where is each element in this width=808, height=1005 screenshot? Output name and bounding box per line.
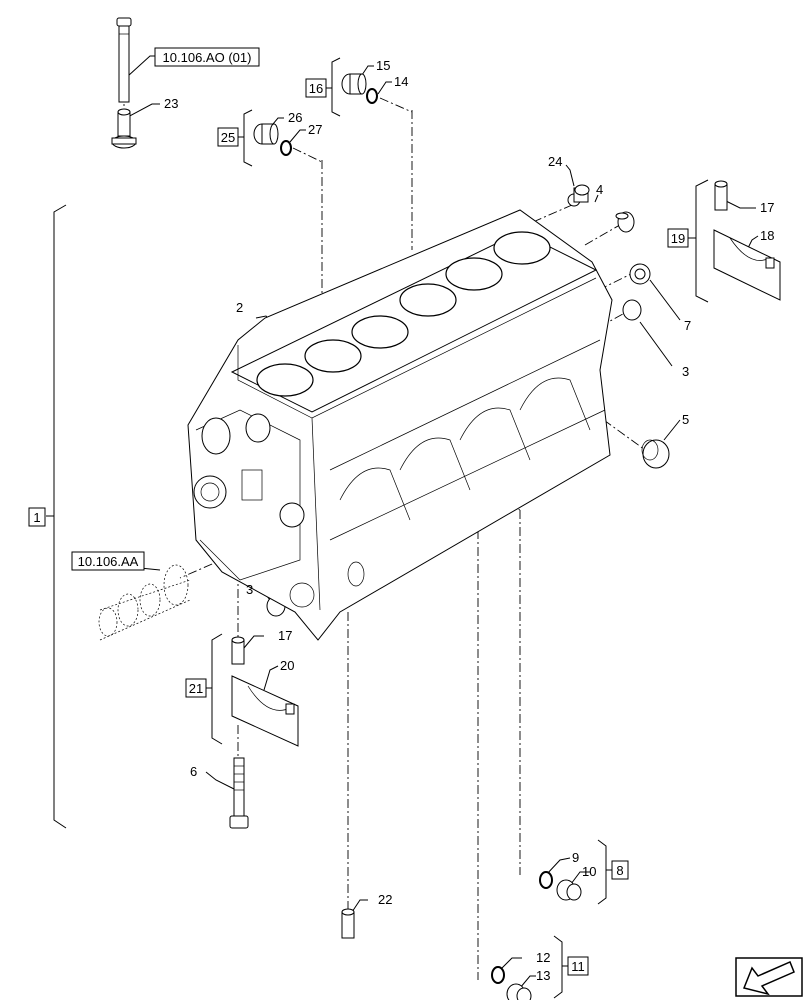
callout-24[interactable]: 24 bbox=[548, 154, 562, 169]
part-oring-12 bbox=[491, 966, 505, 984]
part-cap-5 bbox=[641, 439, 670, 469]
callout-13[interactable]: 13 bbox=[536, 968, 550, 983]
part-plug-13 bbox=[506, 983, 532, 1005]
group-label-25: 25 bbox=[221, 130, 235, 145]
group-label-8: 8 bbox=[616, 863, 623, 878]
callout-12[interactable]: 12 bbox=[536, 950, 550, 965]
part-oring-14 bbox=[366, 88, 378, 104]
part-dowel-22 bbox=[341, 908, 355, 939]
group-label-16: 16 bbox=[309, 81, 323, 96]
callout-14[interactable]: 14 bbox=[394, 74, 408, 89]
group-label-1: 1 bbox=[33, 510, 40, 525]
group-box-25[interactable]: 25 bbox=[217, 127, 239, 147]
callout-6[interactable]: 6 bbox=[190, 764, 197, 779]
part-cap-4 bbox=[615, 211, 635, 233]
part-plug-24 bbox=[567, 184, 590, 207]
part-oring-9 bbox=[539, 871, 553, 889]
camshaft-illustration bbox=[98, 564, 191, 641]
ref-box-top[interactable]: 10.106.AO (01) bbox=[154, 47, 260, 67]
ref-label-top: 10.106.AO (01) bbox=[163, 50, 252, 65]
part-plug-26 bbox=[253, 123, 279, 145]
callout-23[interactable]: 23 bbox=[164, 96, 178, 111]
part-bearing-cap-18 bbox=[713, 229, 781, 301]
part-bolt-6 bbox=[229, 757, 249, 829]
part-dowel-17-left bbox=[231, 636, 245, 665]
callout-3-left[interactable]: 3 bbox=[246, 582, 253, 597]
group-box-19[interactable]: 19 bbox=[667, 228, 689, 248]
group-box-16[interactable]: 16 bbox=[305, 78, 327, 98]
part-bolt-top bbox=[116, 17, 132, 103]
callout-26[interactable]: 26 bbox=[288, 110, 302, 125]
group-label-11: 11 bbox=[571, 959, 585, 974]
part-cap-3-right bbox=[622, 299, 642, 321]
callout-2[interactable]: 2 bbox=[236, 300, 243, 315]
part-plug-15 bbox=[341, 73, 367, 95]
callout-3-right[interactable]: 3 bbox=[682, 364, 689, 379]
part-plug-10 bbox=[556, 879, 582, 901]
group-box-8[interactable]: 8 bbox=[611, 860, 629, 880]
callout-numbers: 23 15 14 26 27 24 4 2 7 3 5 17 18 3 17 2… bbox=[164, 58, 774, 983]
ref-box-left[interactable]: 10.106.AA bbox=[71, 551, 145, 571]
engine-block bbox=[187, 209, 613, 641]
callout-17-right[interactable]: 17 bbox=[760, 200, 774, 215]
group-box-11[interactable]: 11 bbox=[567, 956, 589, 976]
part-dowel-23 bbox=[111, 108, 137, 149]
ref-label-left: 10.106.AA bbox=[78, 554, 139, 569]
group-box-21[interactable]: 21 bbox=[185, 678, 207, 698]
part-dowel-17-right bbox=[714, 180, 728, 211]
callout-5[interactable]: 5 bbox=[682, 412, 689, 427]
part-bearing-cap-20 bbox=[231, 675, 299, 747]
callout-15[interactable]: 15 bbox=[376, 58, 390, 73]
callout-9[interactable]: 9 bbox=[572, 850, 579, 865]
callout-4[interactable]: 4 bbox=[596, 182, 603, 197]
part-bushing-7 bbox=[629, 263, 651, 285]
callout-17-left[interactable]: 17 bbox=[278, 628, 292, 643]
group-box-1[interactable]: 1 bbox=[28, 507, 46, 527]
callout-27[interactable]: 27 bbox=[308, 122, 322, 137]
callout-18[interactable]: 18 bbox=[760, 228, 774, 243]
callout-7[interactable]: 7 bbox=[684, 318, 691, 333]
callout-20[interactable]: 20 bbox=[280, 658, 294, 673]
part-oring-27 bbox=[280, 140, 292, 156]
callout-10[interactable]: 10 bbox=[582, 864, 596, 879]
navigation-arrow-icon[interactable] bbox=[735, 957, 803, 997]
group-label-19: 19 bbox=[671, 231, 685, 246]
callout-22[interactable]: 22 bbox=[378, 892, 392, 907]
group-label-21: 21 bbox=[189, 681, 203, 696]
